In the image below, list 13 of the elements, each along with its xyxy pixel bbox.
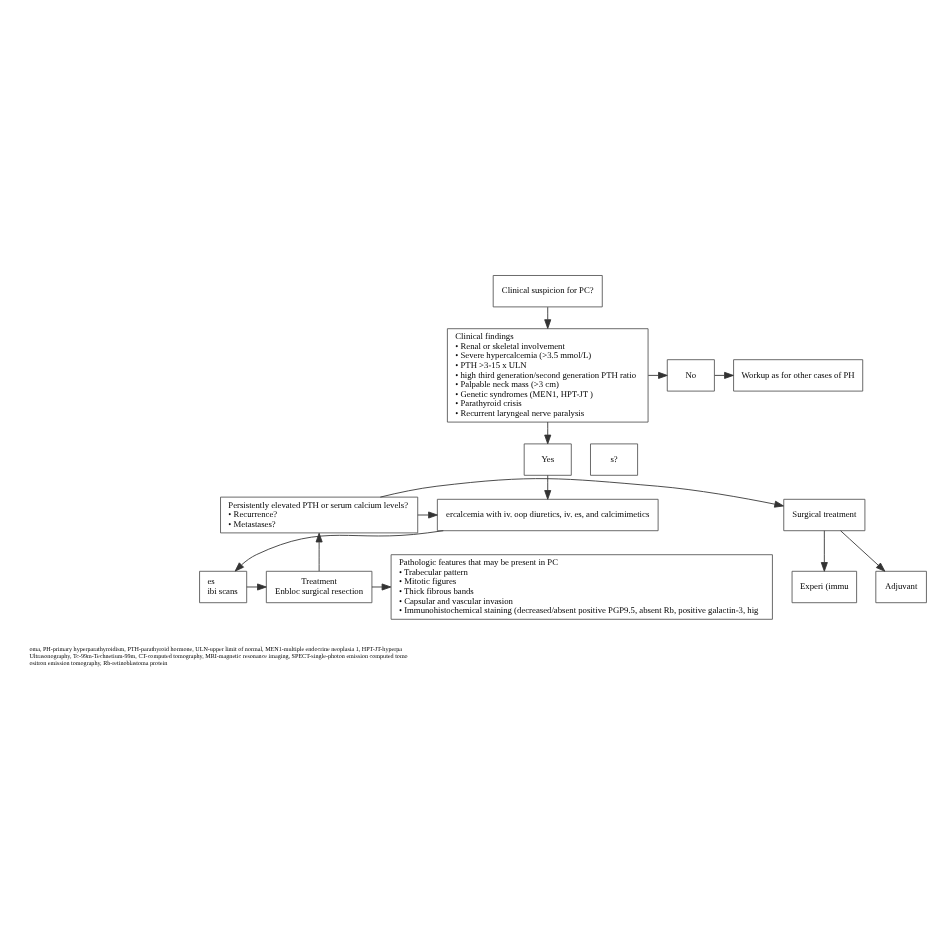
arrow	[234, 530, 444, 572]
arrow	[371, 583, 392, 591]
arrow	[647, 371, 668, 379]
arrow	[820, 530, 828, 572]
arrow	[544, 421, 552, 445]
arrow	[544, 475, 552, 500]
arrow	[714, 371, 734, 379]
arrow	[544, 306, 552, 329]
arrow	[417, 511, 438, 519]
arrow	[246, 583, 267, 591]
arrow	[840, 530, 886, 572]
arrow	[379, 478, 784, 508]
arrow	[315, 532, 323, 572]
